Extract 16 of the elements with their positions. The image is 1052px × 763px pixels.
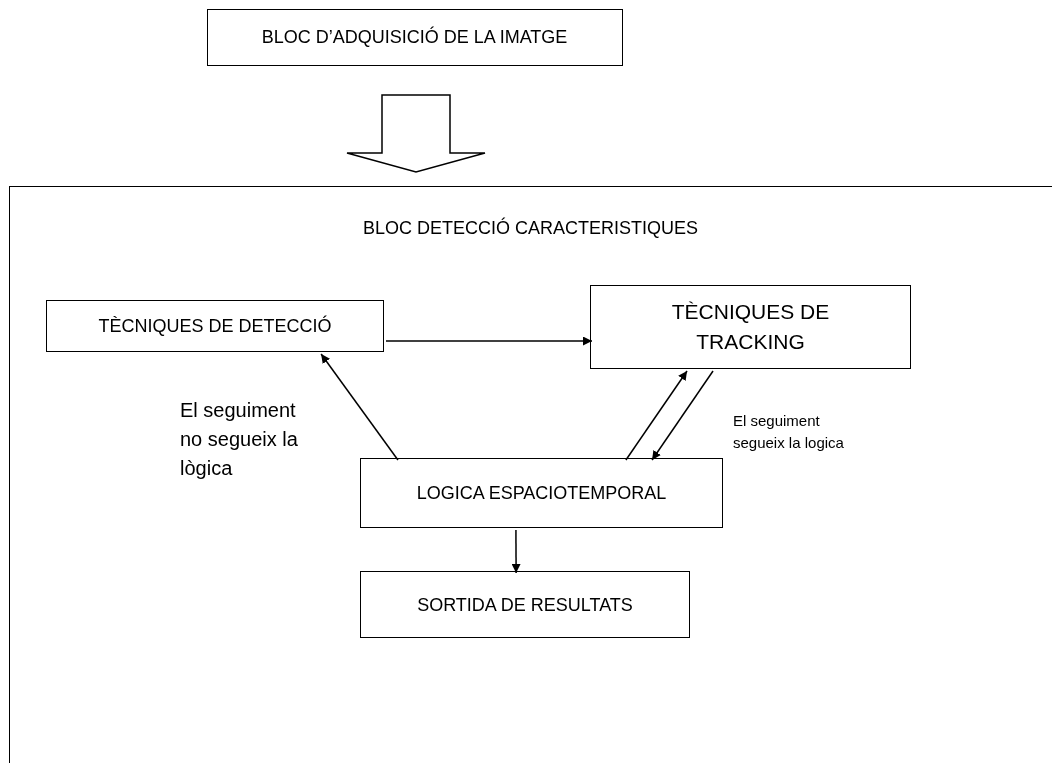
node-label: TÈCNIQUES DE DETECCIÓ bbox=[97, 314, 333, 338]
process-box bbox=[360, 458, 723, 528]
container-box bbox=[8, 185, 1052, 763]
node-label: BLOC DETECCIÓ CARACTERISTIQUES bbox=[361, 216, 700, 240]
process-box bbox=[206, 8, 623, 66]
arrow bbox=[320, 353, 399, 461]
process-box bbox=[46, 300, 384, 352]
node-label: LOGICA ESPACIOTEMPORAL bbox=[415, 481, 668, 505]
block-arrow bbox=[346, 94, 486, 173]
node-label: TÈCNIQUES DE TRACKING bbox=[670, 298, 831, 355]
process-box bbox=[590, 285, 911, 369]
node-label: SORTIDA DE RESULTATS bbox=[416, 593, 634, 617]
arrow bbox=[625, 370, 688, 461]
arrow bbox=[651, 370, 714, 461]
node-label: BLOC D’ADQUISICIÓ DE LA IMATGE bbox=[260, 25, 569, 49]
process-box bbox=[360, 571, 690, 638]
